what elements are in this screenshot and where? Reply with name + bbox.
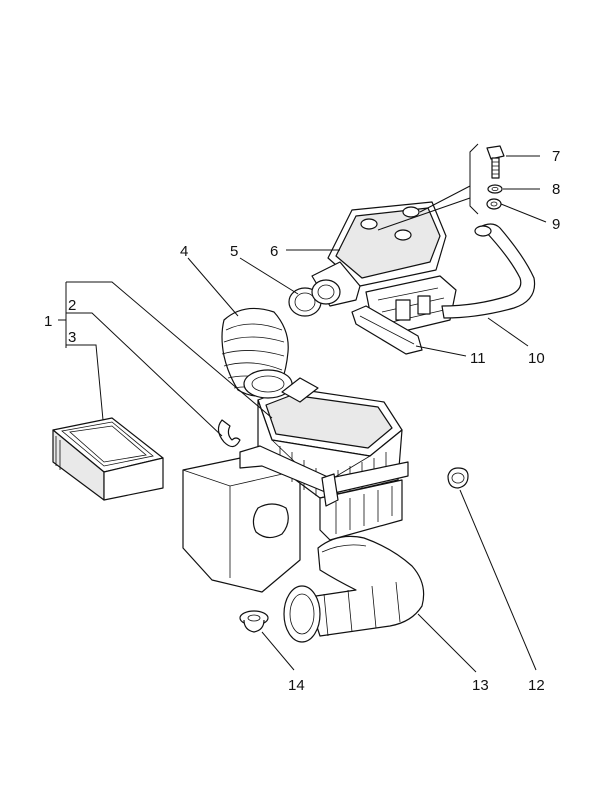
callout-labels: 1 2 3 4 5 6 7 8 9 10 11 12 13 14 <box>44 148 560 694</box>
callout-11: 11 <box>470 350 486 367</box>
spring-washer <box>487 184 503 194</box>
callout-13: 13 <box>472 677 489 694</box>
air-filter-element <box>52 417 164 501</box>
callout-1: 1 <box>44 313 52 330</box>
throttle-assembly <box>365 275 457 333</box>
mounting-bracket <box>351 305 423 355</box>
leader-lines <box>58 143 547 673</box>
callout-8: 8 <box>552 181 560 198</box>
callout-10: 10 <box>528 350 545 367</box>
callout-6: 6 <box>270 243 278 260</box>
retaining-clip <box>217 419 241 448</box>
small-grommet <box>239 610 269 633</box>
bolt <box>486 145 505 179</box>
callout-7: 7 <box>552 148 560 165</box>
intake-cover <box>311 201 447 307</box>
callout-5: 5 <box>230 243 238 260</box>
callout-14: 14 <box>288 677 305 694</box>
callout-2: 2 <box>68 297 76 314</box>
corrugated-hose <box>221 307 319 403</box>
callout-9: 9 <box>552 216 560 233</box>
breather-pipe <box>441 223 536 319</box>
callout-12: 12 <box>528 677 545 694</box>
callout-4: 4 <box>180 243 188 260</box>
callout-3: 3 <box>68 329 76 346</box>
elbow-duct <box>283 535 425 643</box>
flat-washer <box>486 198 502 210</box>
grommet <box>447 467 469 489</box>
resonator-box <box>182 455 301 593</box>
